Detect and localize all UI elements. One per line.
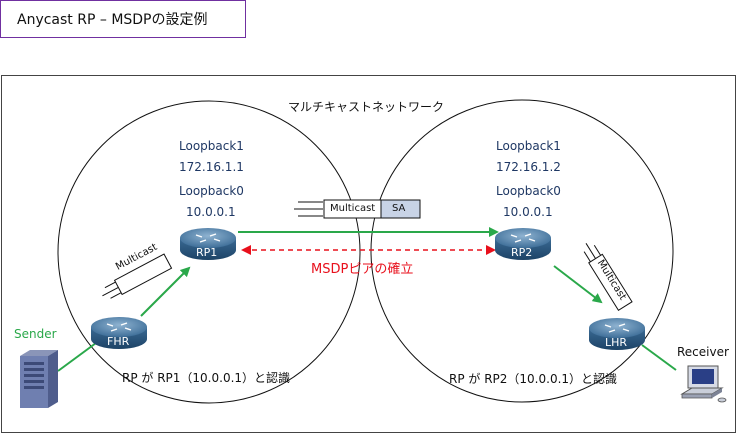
packet-icon [583,243,633,312]
rp2-loopback1-label: Loopback1 [496,139,561,153]
packet-icon [102,253,173,299]
fhr-to-rp1-arrow [140,266,191,317]
rp1-loopback0-label: Loopback0 [179,184,244,198]
network-label: マルチキャストネットワーク [288,100,445,114]
rp2-loopback0-ip: 10.0.0.1 [503,205,553,219]
router-icon [589,318,645,350]
sender-to-fhr-link [57,342,97,372]
msdp-peer-label: MSDPピアの確立 [311,262,414,277]
rp1-loopback1-label: Loopback1 [179,139,244,153]
rp1-loopback0-ip: 10.0.0.1 [186,205,236,219]
router-icon [495,228,551,260]
lhr-router-label: LHR [605,336,628,349]
diagram-title: Anycast RP – MSDPの設定例 [0,0,246,38]
rp1-loopback1-ip: 172.16.1.1 [179,160,244,174]
fhr-router-label: FHR [107,335,130,348]
sender-label: Sender [14,327,57,341]
receiver-label: Receiver [677,345,729,359]
rp1-router-label: RP1 [196,246,218,259]
sa-packet-sa-label: SA [392,203,406,214]
rp2-router-label: RP2 [511,246,533,259]
rp2-loopback1-ip: 172.16.1.2 [496,160,561,174]
title-text: Anycast RP – MSDPの設定例 [17,12,208,28]
rp2-to-lhr-arrow [553,265,603,304]
sa-packet-multicast-label: Multicast [330,203,376,214]
packet-icon [294,199,421,219]
workstation-icon [680,365,727,403]
rp2-loopback0-label: Loopback0 [496,184,561,198]
lhr-to-receiver-link [641,344,677,371]
network-frame [1,75,736,433]
rp2-recognition-text: RP が RP2（10.0.0.1）と認識 [449,372,618,386]
server-icon [20,350,58,408]
router-icon [180,228,236,260]
rp1-recognition-text: RP が RP1（10.0.0.1）と認識 [122,371,291,385]
router-icon [91,317,147,349]
